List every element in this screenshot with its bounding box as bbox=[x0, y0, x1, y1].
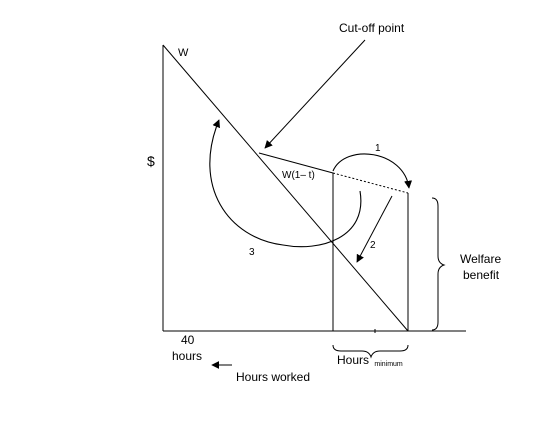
wage-budget-line bbox=[162, 44, 409, 332]
after-tax-budget-line bbox=[258, 152, 334, 174]
hours-worked-label: Hours worked bbox=[236, 370, 310, 384]
dollar-label: $ bbox=[147, 153, 155, 169]
cutoff-arrow bbox=[264, 39, 366, 149]
hours-label: hours bbox=[172, 349, 202, 363]
after-tax-wage-label: W(1– t) bbox=[282, 170, 315, 181]
arrow-1 bbox=[332, 153, 413, 189]
hours-minimum-label: Hours minimum bbox=[337, 353, 403, 368]
dotted-extension bbox=[332, 172, 409, 194]
hours-minimum-main: Hours bbox=[337, 353, 369, 367]
forty-label: 40 bbox=[181, 333, 195, 347]
welfare-label-line1: Welfare bbox=[460, 252, 501, 266]
arrow-1-label: 1 bbox=[375, 143, 381, 154]
cutoff-label: Cut-off point bbox=[339, 21, 405, 35]
welfare-brace bbox=[431, 197, 446, 331]
arrow-2-label: 2 bbox=[370, 240, 376, 251]
hours-minimum-sub: minimum bbox=[374, 361, 403, 368]
welfare-label-line2: benefit bbox=[463, 268, 500, 282]
arrow-2 bbox=[356, 195, 393, 263]
arrow-3 bbox=[209, 119, 362, 248]
arrow-3-label: 3 bbox=[249, 247, 255, 258]
hours-min-brace bbox=[332, 344, 409, 359]
wage-label: W bbox=[178, 47, 189, 59]
